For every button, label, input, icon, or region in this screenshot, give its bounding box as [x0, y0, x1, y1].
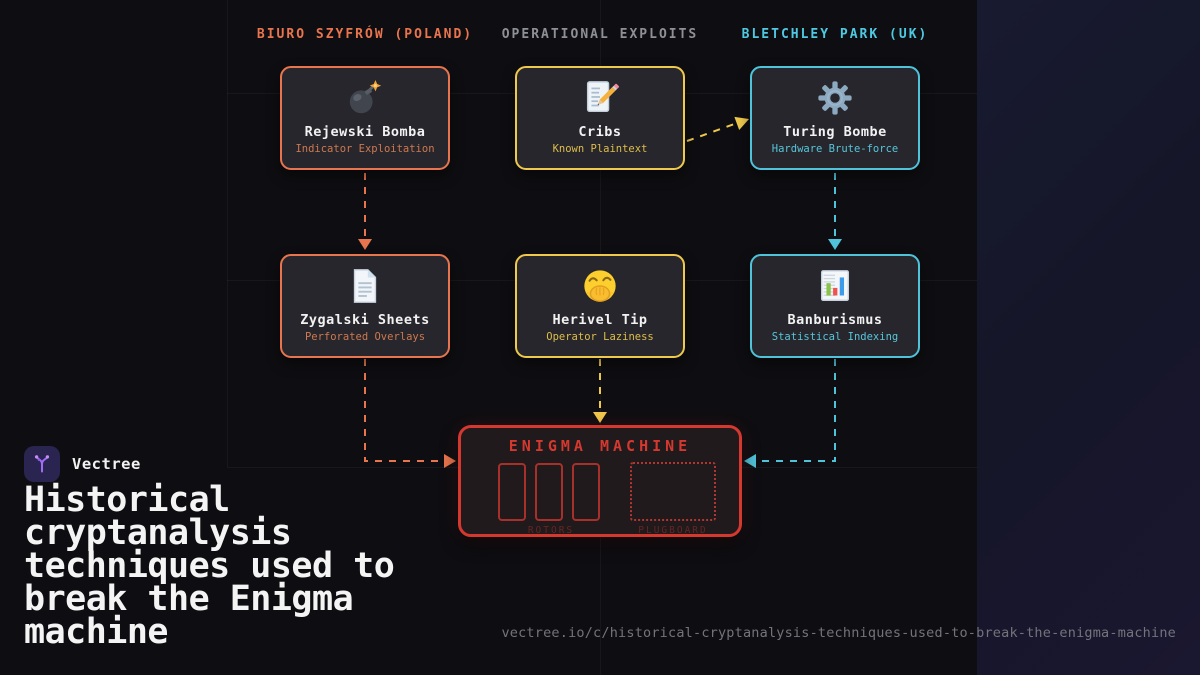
node-title: Zygalski Sheets: [300, 312, 430, 328]
node-banburismus[interactable]: Banburismus Statistical Indexing: [750, 254, 920, 358]
node-subtitle: Operator Laziness: [546, 331, 654, 343]
page-url: vectree.io/c/historical-cryptanalysis-te…: [501, 625, 1176, 641]
enigma-title: ENIGMA MACHINE: [508, 437, 692, 455]
rotors-label: ROTORS: [527, 525, 575, 536]
rotor-box: [498, 463, 526, 521]
plugboard-box: [630, 462, 716, 521]
column-header-bletchley-park: BLETCHLEY PARK (UK): [741, 27, 929, 42]
column-header-biuro-szyfrow: BIURO SZYFRÓW (POLAND): [256, 27, 474, 42]
node-subtitle: Known Plaintext: [552, 143, 648, 155]
node-herivel-tip[interactable]: Herivel Tip Operator Laziness: [515, 254, 685, 358]
node-zygalski-sheets[interactable]: Zygalski Sheets Perforated Overlays: [280, 254, 450, 358]
document-icon: [346, 266, 384, 306]
node-turing-bombe[interactable]: Turing Bombe Hardware Brute-force: [750, 66, 920, 170]
node-title: Turing Bombe: [783, 124, 887, 140]
rotor-box: [572, 463, 600, 521]
gear-icon: [816, 78, 854, 118]
column-header-operational-exploits: OPERATIONAL EXPLOITS: [501, 27, 699, 42]
brand: Vectree: [24, 446, 141, 482]
node-subtitle: Indicator Exploitation: [295, 143, 435, 155]
brand-name: Vectree: [72, 455, 141, 473]
plugboard-label: PLUGBOARD: [638, 525, 708, 536]
node-subtitle: Statistical Indexing: [771, 331, 899, 343]
node-cribs[interactable]: Cribs Known Plaintext: [515, 66, 685, 170]
rotor-box: [535, 463, 563, 521]
bomb-icon: [346, 78, 384, 118]
page-title-line: break the Enigma: [24, 579, 354, 619]
node-title: Cribs: [578, 124, 622, 140]
page-title: Historical cryptanalysis techniques used…: [24, 480, 395, 652]
page-title-line: machine: [24, 612, 169, 652]
node-rejewski-bomba[interactable]: Rejewski Bomba Indicator Exploitation: [280, 66, 450, 170]
node-title: Banburismus: [787, 312, 883, 328]
background-right-panel: [977, 0, 1200, 675]
vectree-logo-icon: [24, 446, 60, 482]
page-title-line: Historical: [24, 480, 230, 520]
bar-chart-icon: [816, 266, 854, 306]
yawning-face-icon: [581, 266, 619, 306]
page-title-line: techniques used to: [24, 546, 395, 586]
node-subtitle: Perforated Overlays: [304, 331, 426, 343]
node-title: Rejewski Bomba: [304, 124, 426, 140]
page-title-line: cryptanalysis: [24, 513, 292, 553]
node-title: Herivel Tip: [552, 312, 648, 328]
node-enigma-machine[interactable]: ENIGMA MACHINE ROTORS PLUGBOARD: [458, 425, 742, 537]
memo-pencil-icon: [581, 78, 619, 118]
node-subtitle: Hardware Brute-force: [771, 143, 899, 155]
